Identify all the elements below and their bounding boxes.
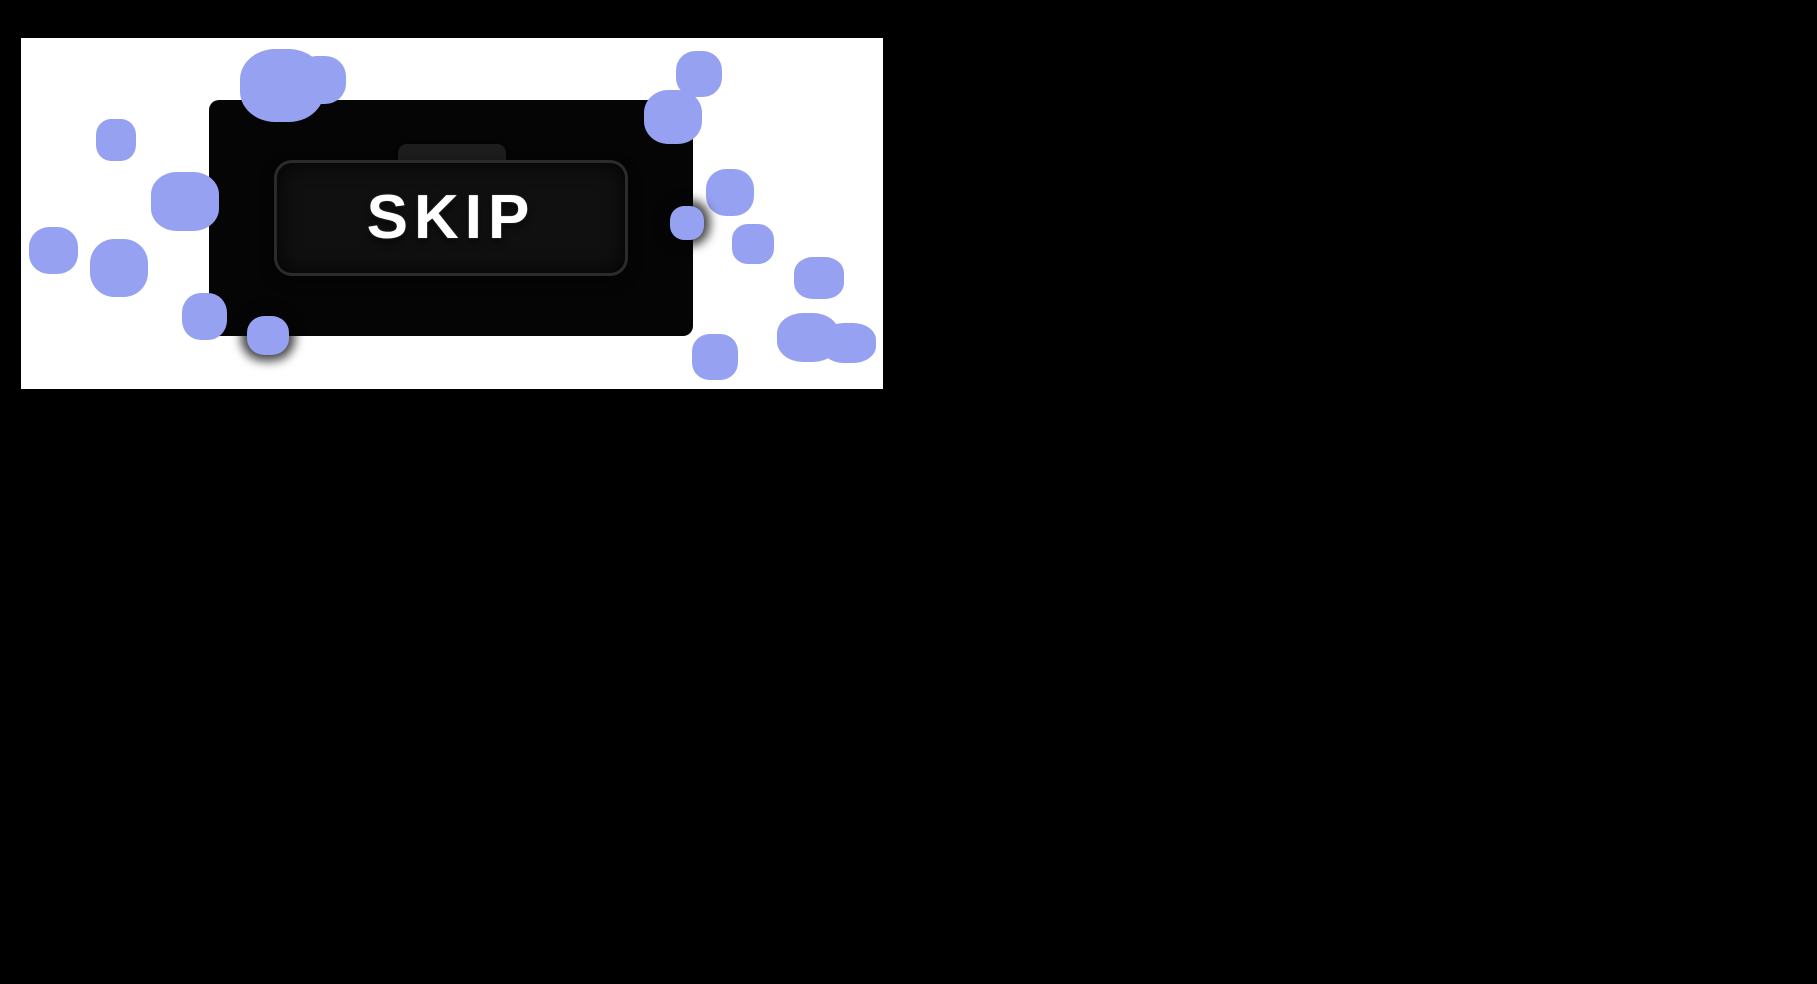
paint-blob: [676, 51, 722, 97]
paint-blob: [29, 227, 78, 274]
paint-blob: [732, 224, 774, 264]
paint-blob: [794, 257, 844, 299]
paint-blob: [182, 293, 227, 340]
paint-blob: [670, 206, 704, 240]
paint-blob: [692, 334, 738, 380]
paint-blob: [821, 323, 876, 363]
paint-blob: [90, 239, 148, 297]
paint-blob: [644, 90, 702, 144]
paint-blob: [247, 316, 289, 355]
paint-blob: [151, 172, 219, 231]
skip-panel: SKIP: [209, 100, 693, 336]
paint-blob: [96, 119, 136, 161]
skip-button[interactable]: SKIP: [274, 160, 628, 276]
skip-button-label: SKIP: [366, 183, 536, 252]
paint-blob: [296, 56, 346, 104]
paint-blob: [706, 169, 754, 216]
game-canvas[interactable]: SKIP: [21, 38, 883, 389]
